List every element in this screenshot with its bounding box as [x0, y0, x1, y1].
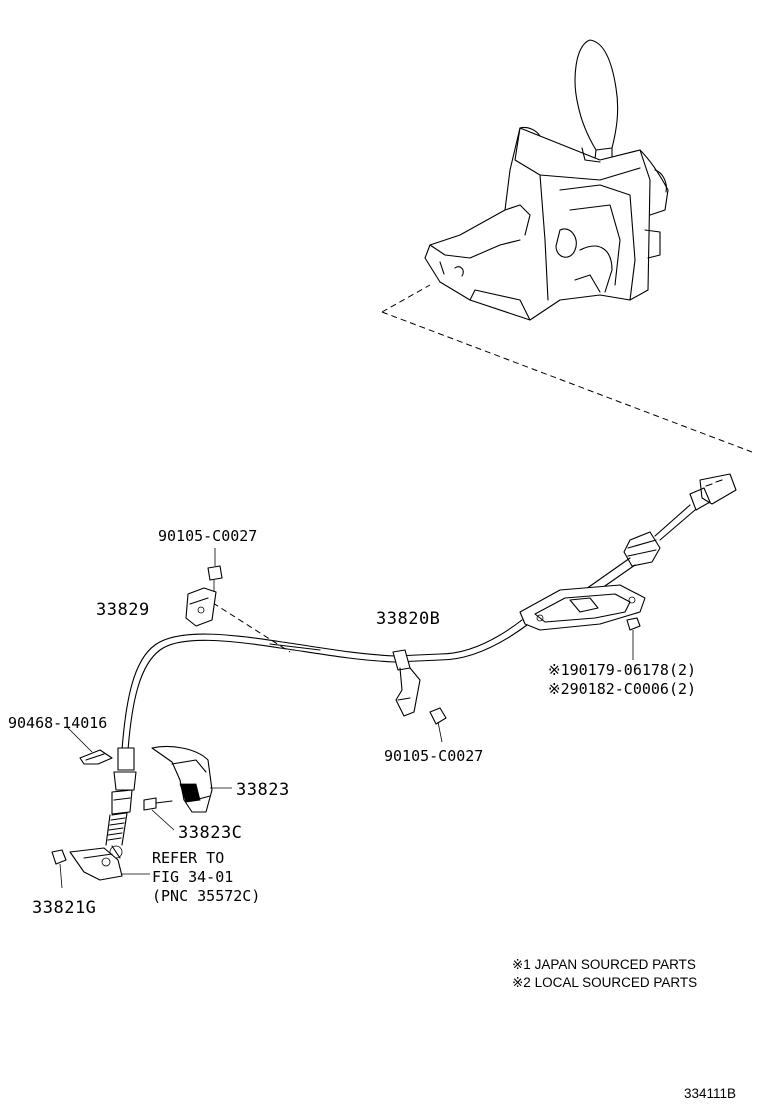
label-cover: 33823 [236, 780, 290, 800]
cable-end-top [575, 473, 737, 603]
lever-33821G [51, 847, 150, 889]
label-refer-line1: REFER TO [152, 849, 224, 867]
label-nut-2: ※290182-C0006(2) [548, 680, 696, 698]
clip-90468 [67, 727, 113, 765]
leader-dash-2 [381, 311, 753, 453]
label-clip: 90468-14016 [8, 714, 107, 732]
bracket-33829 [185, 548, 223, 627]
label-refer-line3: (PNC 35572C) [152, 887, 260, 905]
label-cable: 33820B [376, 609, 440, 629]
label-nut-1: ※190179-06178(2) [548, 661, 696, 679]
label-bracket: 33829 [96, 600, 150, 620]
control-cable [121, 619, 528, 751]
label-refer-line2: FIG 34-01 [152, 868, 233, 886]
shift-lever-assembly [424, 39, 669, 321]
legend-note-1: ※1 JAPAN SOURCED PARTS [512, 957, 696, 972]
figure-id: 334111B [684, 1086, 736, 1101]
leader-dash-3 [212, 602, 291, 653]
cable-bracket-plate [519, 584, 646, 660]
cover-33823 [143, 745, 232, 831]
cable-end-bottom [105, 747, 137, 859]
label-bolt-top: 90105-C0027 [158, 527, 257, 545]
legend-note-2: ※2 LOCAL SOURCED PARTS [512, 975, 697, 990]
leader-dash-1 [381, 284, 431, 313]
label-screw: 33823C [178, 823, 242, 843]
label-bolt-mid: 90105-C0027 [384, 747, 483, 765]
label-nut-bottom: 33821G [32, 898, 96, 918]
